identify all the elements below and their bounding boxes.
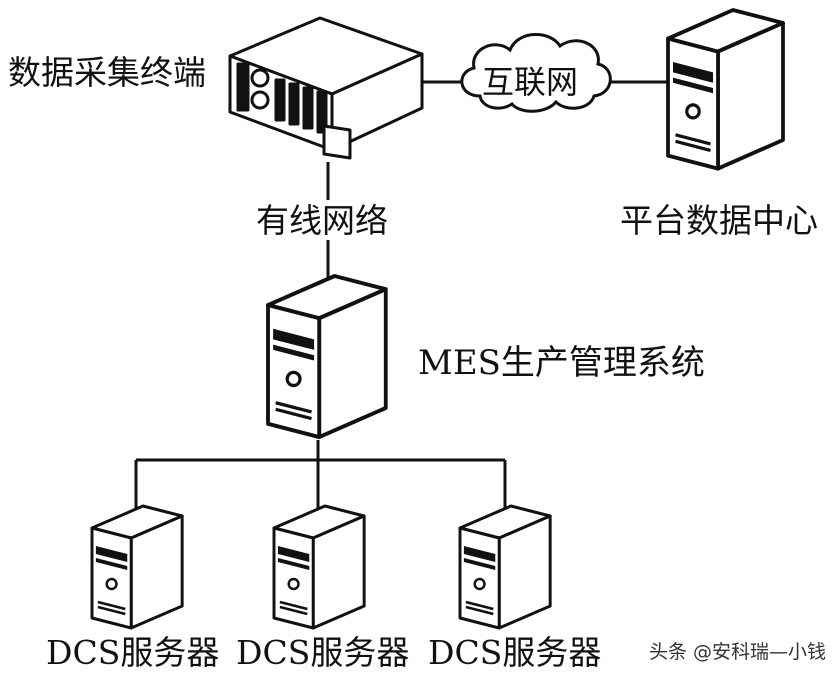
mes-label: MES生产管理系统 [418,343,705,383]
tower-server-icon [272,504,366,630]
watermark: 头条 @安科瑞—小钱 [648,641,826,663]
dcs-label-3: DCS服务器 [428,633,602,672]
collector-label: 数据采集终端 [8,53,206,92]
tower-server-icon [666,8,785,171]
tower-server-icon [266,274,388,440]
tower-server-icon [90,504,184,630]
internet-label: 互联网 [482,63,579,101]
wired-network-label: 有线网络 [256,201,388,240]
tower-server-icon [458,504,552,630]
dcs-label-2: DCS服务器 [236,633,410,672]
dcs-label-1: DCS服务器 [46,633,220,672]
cloud-icon [460,33,612,113]
platform-label: 平台数据中心 [620,201,818,240]
connection-lines [134,80,668,522]
rack-server-icon [228,16,424,160]
